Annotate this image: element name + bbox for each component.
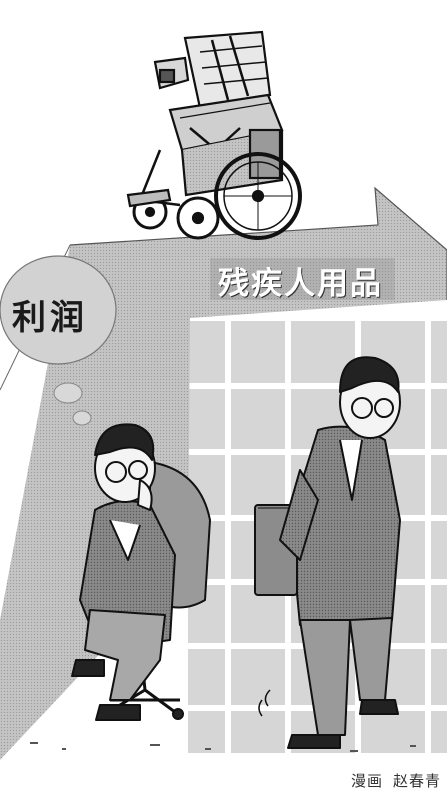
thought-bubble-text: 利润 xyxy=(12,298,88,338)
arrow-label: 残疾人用品 xyxy=(218,266,383,302)
caption-type-label: 漫画 xyxy=(350,772,383,790)
ground-specks xyxy=(30,742,416,752)
thought-bubble xyxy=(0,255,117,426)
caption: 漫画赵春青 xyxy=(351,770,441,791)
caption-artist: 赵春青 xyxy=(392,772,441,790)
wheelchair xyxy=(126,30,302,240)
sitting-man xyxy=(71,423,211,721)
walking-man xyxy=(254,356,401,749)
